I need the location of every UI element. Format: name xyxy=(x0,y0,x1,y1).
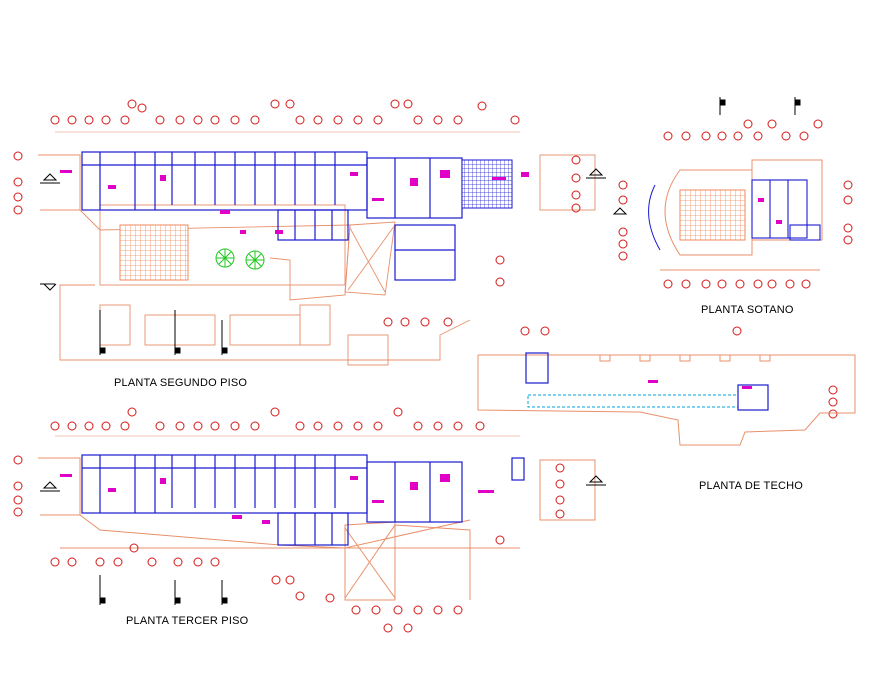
grid-axis-bubbles-side xyxy=(618,180,853,261)
roof-walkway xyxy=(527,394,739,408)
walls-techo xyxy=(525,352,769,411)
furniture-marks xyxy=(648,380,752,389)
plan-sotano: PLANTA SOTANO xyxy=(612,97,853,316)
roof-outline xyxy=(477,354,856,446)
plan-tercer-piso: PLANTA TERCER PISO xyxy=(13,407,606,633)
grid-axis-bubbles-top xyxy=(663,119,823,141)
grid-axis-bubbles-bottom xyxy=(663,279,811,289)
grid-axis-bubbles-top xyxy=(50,99,520,133)
furniture-marks xyxy=(60,474,494,524)
grid-axis-bubbles-bottom xyxy=(50,535,505,633)
section-marker-icon xyxy=(40,475,606,605)
plan-segundo-piso: PLANTA SEGUNDO PISO xyxy=(13,99,606,389)
walls-sotano xyxy=(751,179,821,241)
plan-title-techo: PLANTA DE TECHO xyxy=(699,480,803,492)
furniture-marks xyxy=(758,198,782,224)
walls-main-block xyxy=(81,454,525,546)
grid-axis-bubbles-left xyxy=(13,455,565,519)
tree-icon xyxy=(215,248,265,270)
plan-techo: PLANTA DE TECHO xyxy=(477,326,856,492)
auditorium-seating xyxy=(679,189,746,241)
plan-title-segundo-piso: PLANTA SEGUNDO PISO xyxy=(114,377,247,389)
building-outline xyxy=(38,457,596,601)
building-outline xyxy=(38,154,596,366)
hatched-courtyard xyxy=(119,224,189,281)
stair-grid xyxy=(461,159,513,209)
grid-axis-bubbles-top xyxy=(50,407,520,437)
section-marker-icon xyxy=(40,168,606,355)
plan-title-tercer-piso: PLANTA TERCER PISO xyxy=(126,615,249,627)
grid-axis-bubbles-bottom xyxy=(383,155,581,327)
section-marker-icon xyxy=(612,97,801,215)
grid-axis-bubbles-left xyxy=(13,151,23,215)
plan-title-sotano: PLANTA SOTANO xyxy=(701,304,794,316)
furniture-marks xyxy=(60,170,529,234)
grid-axis-bubbles xyxy=(520,326,838,419)
